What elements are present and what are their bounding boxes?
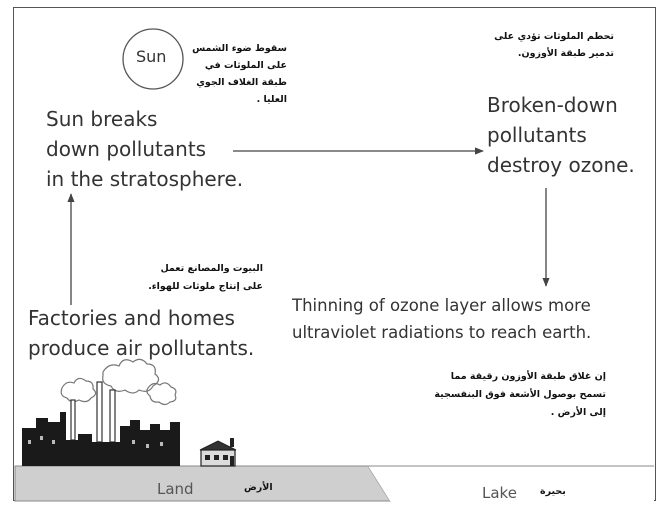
- sun-label: Sun: [136, 47, 167, 66]
- ozone-arabic-caption: تحطم الملوثات تؤدي على تدمير طبقة الأوزو…: [494, 31, 614, 59]
- lake-arabic-label: بحيرة: [540, 486, 566, 497]
- sun-circle: [122, 28, 184, 90]
- factory-windows: [28, 436, 163, 448]
- sun-arabic-caption: سقوط ضوء الشمس على الملوثات في طبقة الغل…: [192, 43, 287, 105]
- land-arabic-label: الأرض: [244, 482, 273, 493]
- smokestack: [96, 381, 103, 443]
- house: [199, 438, 237, 467]
- thinning-ozone-caption: Thinning of ozone layer allows more ultr…: [292, 296, 592, 342]
- sun-breaks-caption: Sun breaks down pollutants in the strato…: [46, 107, 244, 191]
- factories-arabic-caption: البيوت والمصانع تعمل على إنتاج ملوثات لل…: [148, 263, 263, 292]
- land-ground: [14, 465, 391, 502]
- lake-label: Lake: [482, 484, 517, 502]
- land-label: Land: [157, 480, 194, 498]
- factory-silhouette: [22, 412, 180, 466]
- smokestack: [109, 389, 116, 443]
- smoke-clouds: [60, 358, 177, 406]
- factories-caption: Factories and homes produce air pollutan…: [28, 306, 255, 360]
- lake-water: [368, 466, 654, 501]
- smokestack: [70, 399, 76, 441]
- thinning-arabic-caption: إن غلاق طبقة الأوزون رقيقة مما تسمح بوصو…: [434, 371, 606, 418]
- broken-pollutants-caption: Broken-down pollutants destroy ozone.: [487, 93, 635, 177]
